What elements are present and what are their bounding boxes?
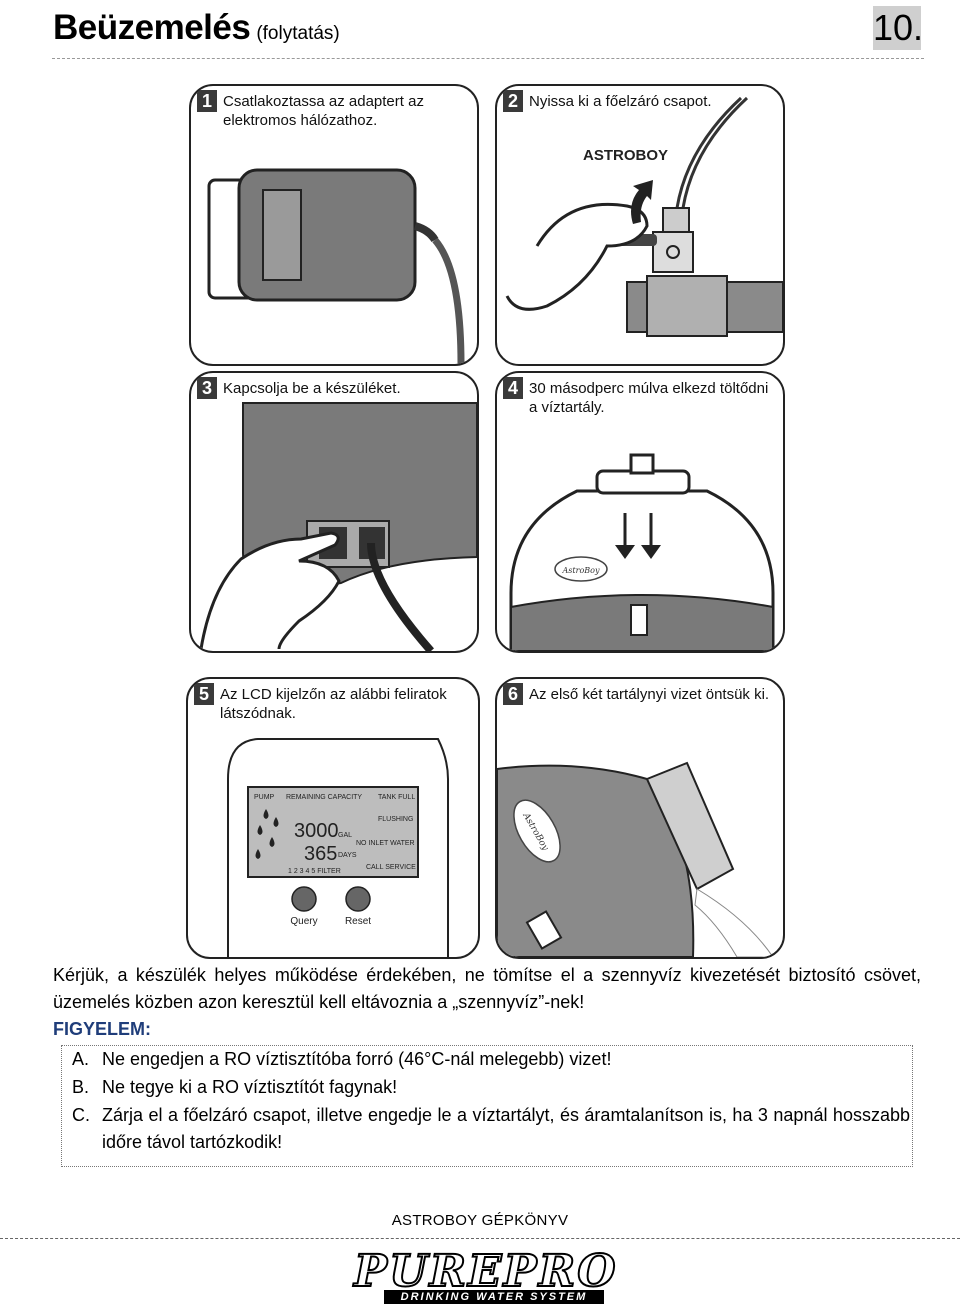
logo-wordmark: PUREPRO — [353, 1245, 618, 1298]
step-number: 3 — [197, 377, 217, 399]
step-panel-2: ASTROBOY 2 Nyissa ki a főelzáró csapot. — [495, 84, 785, 366]
lcd-tank-full: TANK FULL — [378, 794, 415, 801]
query-button — [291, 886, 317, 912]
warning-title: FIGYELEM: — [53, 1019, 151, 1039]
step-caption: Az LCD kijelzőn az alábbi feliratok láts… — [220, 686, 447, 722]
warning-letter: B. — [72, 1077, 90, 1097]
warning-box: A. Ne engedjen a RO víztisztítóba forró … — [61, 1045, 913, 1167]
footer-divider — [0, 1238, 960, 1239]
step-number: 2 — [503, 90, 523, 112]
adapter-illustration — [207, 168, 465, 364]
reset-button — [345, 886, 371, 912]
lcd-remaining: REMAINING CAPACITY — [286, 794, 362, 801]
warning-text: Zárja el a főelzáró csapot, illetve enge… — [102, 1105, 910, 1152]
lcd-unit1: GAL — [338, 832, 352, 839]
lcd-unit2: DAYS — [338, 852, 357, 859]
lcd-value2: 365 — [304, 843, 337, 865]
purepro-logo: PUREPRO DRINKING WATER SYSTEM — [350, 1245, 620, 1307]
lcd-flushing: FLUSHING — [378, 816, 413, 823]
step-caption: Nyissa ki a főelzáró csapot. — [529, 93, 712, 110]
tank-illustration: AstroBoy — [509, 453, 775, 651]
lcd-illustration: PUMP REMAINING CAPACITY TANK FULL FLUSHI… — [227, 738, 449, 957]
lcd-no-inlet: NO INLET WATER — [356, 840, 415, 847]
warning-letter: C. — [72, 1105, 90, 1125]
step-panel-6: AstroBoy 6 Az első két tartálynyi vizet … — [495, 677, 785, 959]
warning-text: Ne engedjen a RO víztisztítóba forró (46… — [102, 1049, 612, 1069]
step-panel-1: 1 Csatlakoztassa az adaptert az elektrom… — [189, 84, 479, 366]
power-switch-illustration — [199, 402, 477, 651]
step-number: 6 — [503, 683, 523, 705]
step-caption: 30 másodperc múlva elkezd töltődni a víz… — [529, 380, 769, 416]
info-paragraph: Kérjük, a készülék helyes működése érdek… — [53, 965, 921, 1012]
lcd-call-service: CALL SERVICE — [366, 864, 416, 871]
water-drop-icon — [255, 809, 279, 859]
step-panel-5: PUMP REMAINING CAPACITY TANK FULL FLUSHI… — [186, 677, 480, 959]
page-header: Beüzemelés(folytatás) 10. — [53, 4, 924, 56]
step-panel-4: AstroBoy 4 30 másodperc múlva elkezd töl… — [495, 371, 785, 653]
lcd-screen — [247, 786, 419, 878]
warning-letter: A. — [72, 1049, 90, 1069]
header-divider — [52, 58, 924, 59]
lcd-pump: PUMP — [254, 794, 275, 801]
lcd-filters: 1 2 3 4 5 FILTER — [288, 868, 341, 875]
lcd-value1: 3000 — [294, 820, 339, 842]
page-number: 10. — [873, 6, 924, 50]
query-label: Query — [290, 916, 317, 927]
pour-water-illustration: AstroBoy — [497, 761, 774, 957]
page-subtitle: (folytatás) — [256, 23, 340, 44]
step-caption: Az első két tartálynyi vizet öntsük ki. — [529, 686, 770, 703]
step-caption: Csatlakoztassa az adaptert az elektromos… — [223, 93, 424, 129]
tank-brand-label: AstroBoy — [562, 566, 600, 575]
step-number: 5 — [194, 683, 214, 705]
reset-label: Reset — [345, 916, 371, 927]
footer-text: ASTROBOY GÉPKÖNYV — [391, 1212, 569, 1229]
warning-text: Ne tegye ki a RO víztisztítót fagynak! — [102, 1077, 398, 1097]
step-panel-3: 3 Kapcsolja be a készüléket. — [189, 371, 479, 653]
step-number: 1 — [197, 90, 217, 112]
step-number: 4 — [503, 377, 523, 399]
step-caption: Kapcsolja be a készüléket. — [223, 380, 401, 397]
brand-label: ASTROBOY — [583, 147, 668, 164]
page-title: Beüzemelés(folytatás) — [53, 8, 340, 47]
logo-tagline: DRINKING WATER SYSTEM — [384, 1290, 604, 1304]
valve-illustration: ASTROBOY — [505, 96, 783, 337]
